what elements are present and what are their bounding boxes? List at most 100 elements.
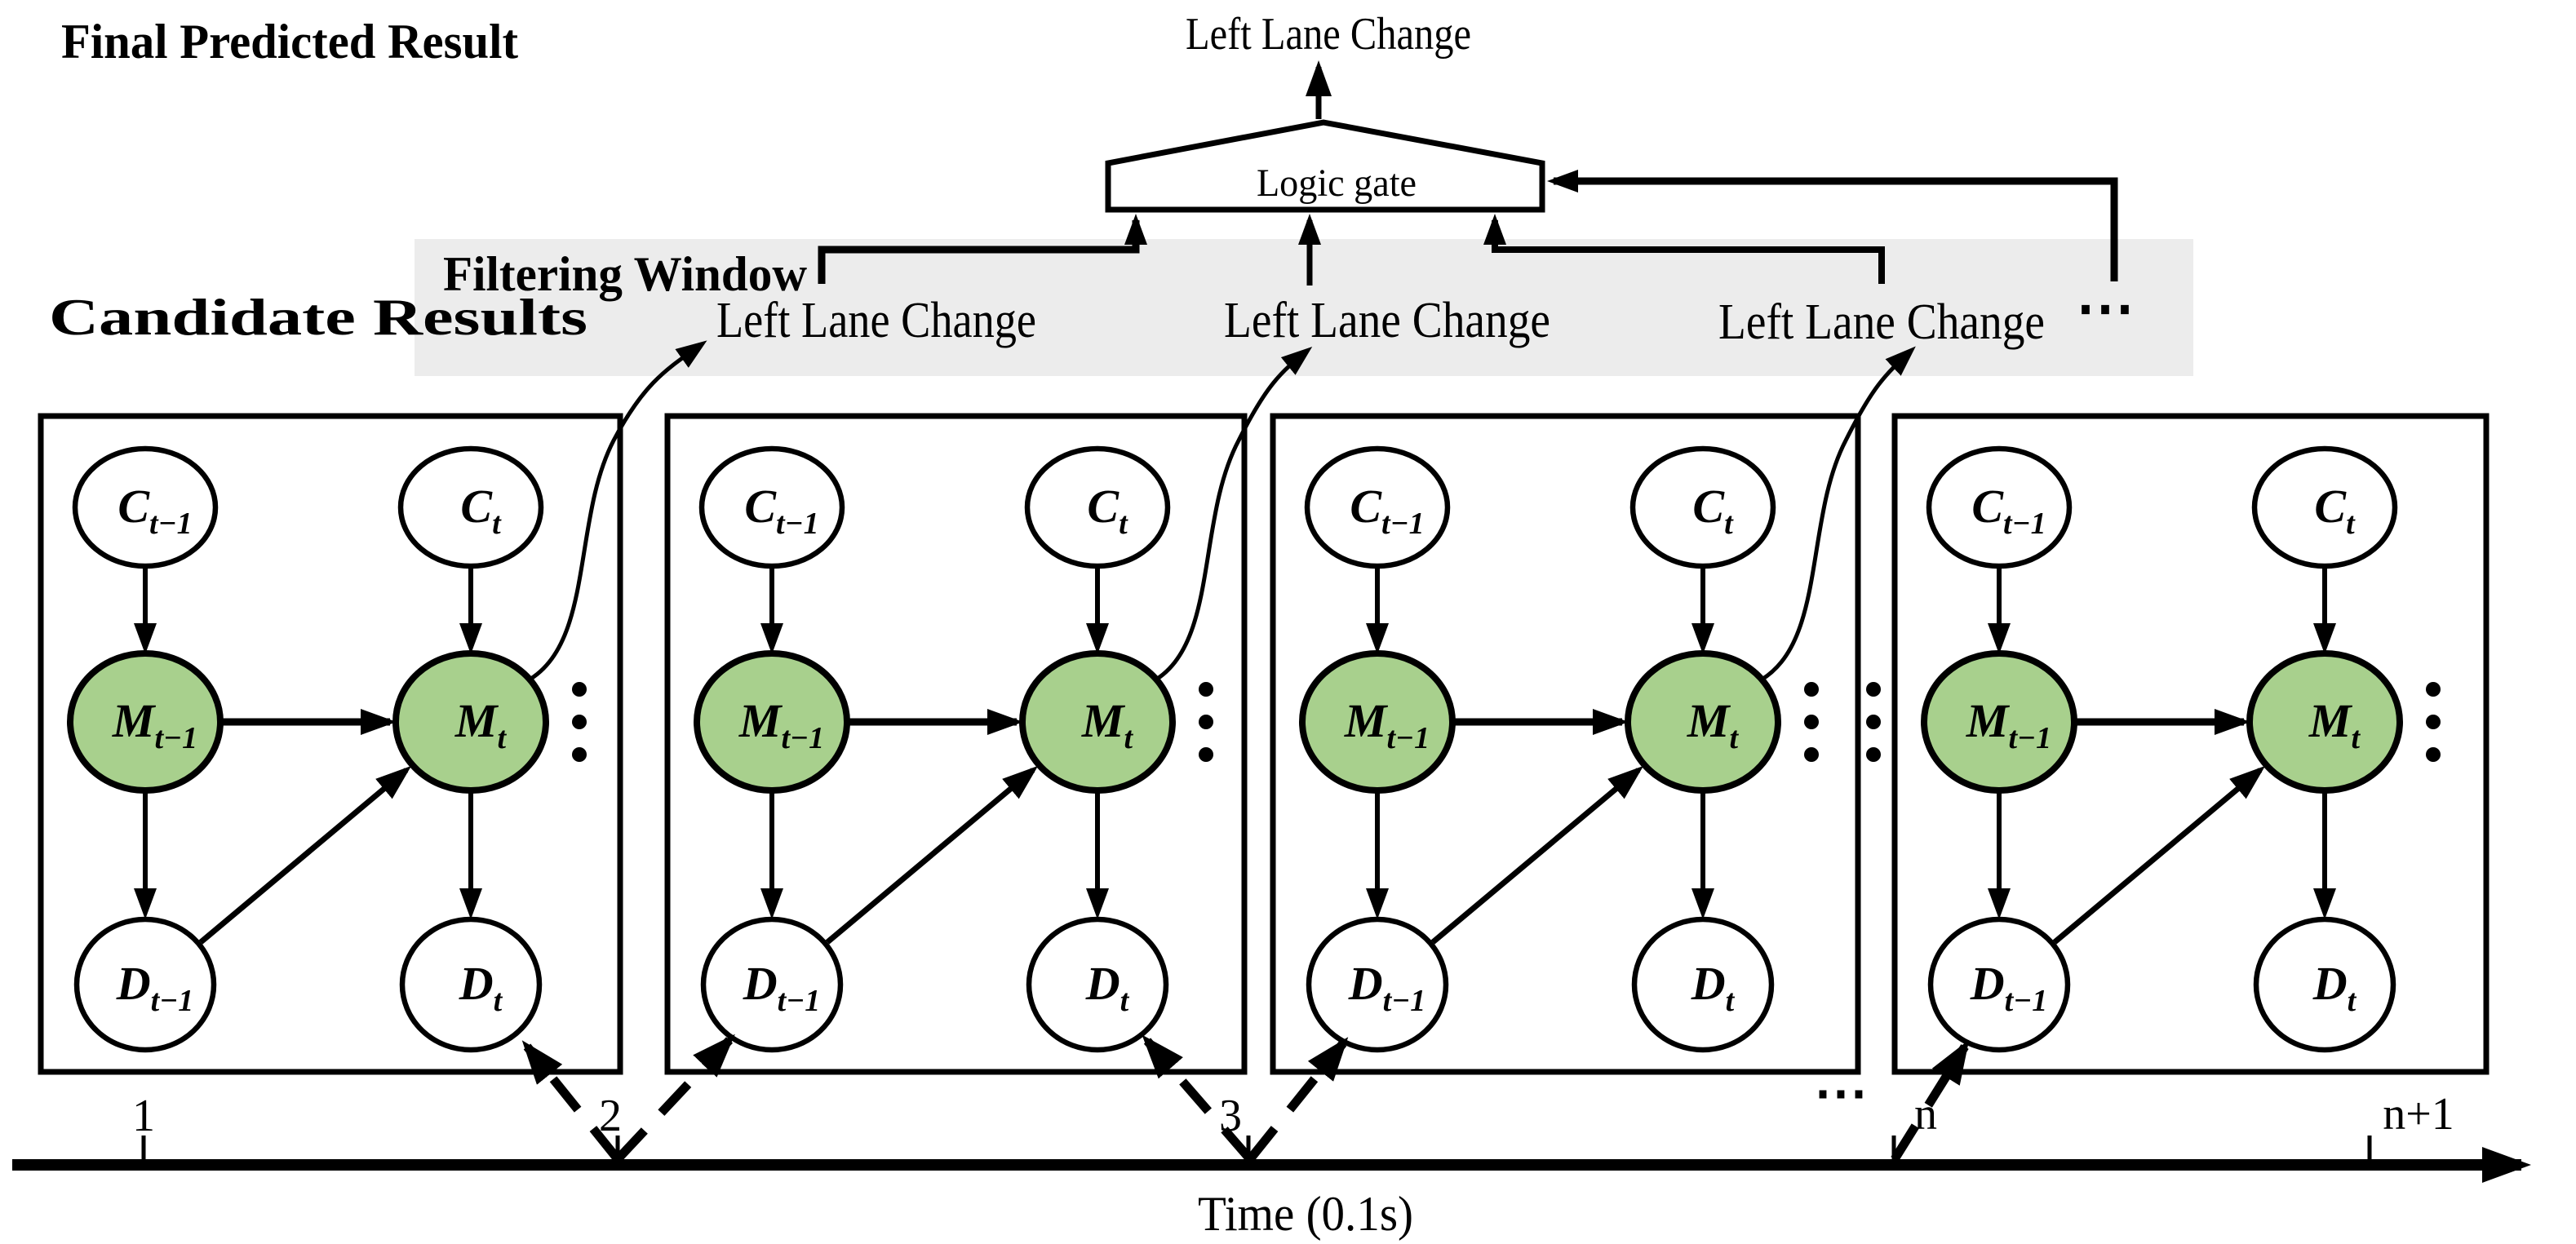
node-d_prev — [1927, 916, 2071, 1053]
candidate-label-3: Left Lane Change — [1718, 294, 2045, 350]
node-m_prev — [1299, 650, 1456, 794]
window-3-frame — [1270, 413, 1861, 1075]
ellipsis-dot — [2426, 715, 2441, 729]
node-m_prev-label: Mt−1 — [112, 694, 197, 755]
node-c_prev — [72, 445, 219, 569]
node-d_prev — [73, 916, 217, 1053]
axis-ticks — [141, 1136, 2372, 1164]
node-m_cur — [2246, 650, 2403, 794]
ellipsis-dot — [572, 747, 587, 762]
node-c_cur-label: Ct — [1087, 480, 1128, 541]
axis-ellipsis-icon: ⋯ — [1814, 1064, 1868, 1123]
node-d_cur-label: Dt — [2312, 957, 2357, 1018]
logic-gate-label: Logic gate — [1257, 162, 1417, 205]
node-d_cur — [1026, 916, 1169, 1053]
ellipsis-dot — [1804, 715, 1819, 729]
window-1-frame — [38, 413, 623, 1075]
node-c_cur — [397, 445, 544, 569]
window-more-ellipsis-icon — [572, 682, 587, 762]
ellipsis-dot — [1866, 715, 1881, 729]
node-c_cur — [1629, 445, 1776, 569]
node-m_prev — [67, 650, 224, 794]
node-d_cur-label: Dt — [1085, 957, 1130, 1018]
node-d_cur — [1631, 916, 1775, 1053]
final-predicted-result-title: Final Predicted Result — [61, 15, 518, 69]
node-d_cur-label: Dt — [1691, 957, 1736, 1018]
candidate1-to-gate-connector — [818, 214, 1147, 284]
node-c_prev-label: Ct−1 — [1971, 480, 2046, 541]
node-m_cur-label: Mt — [1081, 694, 1134, 755]
tickn-to-window4-dprev-arrow — [1891, 1039, 1970, 1162]
node-c_prev-label: Ct−1 — [1350, 480, 1424, 541]
ellipsis-dot — [1199, 682, 1213, 697]
node-c_cur — [2251, 445, 2398, 569]
node-d_prev — [1306, 916, 1449, 1053]
window-4-frame — [1891, 413, 2490, 1075]
ellipsis-dot — [1866, 747, 1881, 762]
node-d_cur — [399, 916, 543, 1053]
tick3-to-window2-dt-arrow — [1142, 1034, 1254, 1162]
node-m_prev-label: Mt−1 — [738, 694, 824, 755]
edge-dprev-mcur — [2052, 765, 2266, 945]
node-d_prev-label: Dt−1 — [1348, 957, 1425, 1018]
edge-dprev-mcur — [198, 765, 412, 945]
node-d_prev-label: Dt−1 — [743, 957, 820, 1018]
ellipsis-dot — [1804, 747, 1819, 762]
node-m_cur-label: Mt — [1687, 694, 1740, 755]
node-c_cur-label: Ct — [1692, 480, 1734, 541]
node-c_prev — [1926, 445, 2073, 569]
final-prediction-label: Left Lane Change — [1186, 9, 1471, 60]
node-m_cur — [1625, 650, 1781, 794]
node-m_cur — [1019, 650, 1176, 794]
window3-output-curve — [1753, 346, 1916, 686]
candidate-label-2: Left Lane Change — [1224, 293, 1550, 348]
tick2-to-window1-dt-arrow — [521, 1040, 622, 1162]
node-m_cur-label: Mt — [2308, 694, 2361, 755]
ellipsis-dot — [2426, 747, 2441, 762]
tick-label-1: 1 — [132, 1091, 155, 1141]
window-more-ellipsis-icon — [2426, 682, 2441, 762]
tick-label-3: 3 — [1219, 1091, 1242, 1141]
more-candidates-to-gate-connector — [1547, 170, 2118, 281]
window-more-ellipsis-icon — [1804, 682, 1819, 762]
node-m_cur — [392, 650, 549, 794]
node-c_prev — [1304, 445, 1451, 569]
ellipsis-dot — [1199, 715, 1213, 729]
node-d_cur-label: Dt — [459, 957, 503, 1018]
ellipsis-dot — [572, 682, 587, 697]
candidate3-to-gate-connector — [1483, 214, 1885, 284]
ellipsis-dot — [2426, 682, 2441, 697]
node-d_prev — [700, 916, 844, 1053]
candidate-label-1: Left Lane Change — [716, 293, 1036, 348]
tick-label-n1: n+1 — [2383, 1089, 2454, 1140]
ellipsis-dot — [1804, 682, 1819, 697]
node-c_cur-label: Ct — [2314, 480, 2356, 541]
node-d_cur — [2253, 916, 2396, 1053]
tick-label-2: 2 — [599, 1091, 622, 1141]
window1-output-curve — [521, 340, 707, 686]
ellipsis-dot — [1199, 747, 1213, 762]
node-d_prev-label: Dt−1 — [116, 957, 193, 1018]
ellipsis-dot — [572, 715, 587, 729]
node-d_prev-label: Dt−1 — [1970, 957, 2047, 1018]
time-axis-label: Time (0.1s) — [1198, 1187, 1413, 1241]
node-c_cur — [1024, 445, 1171, 569]
between-windows-ellipsis-icon — [1866, 682, 1881, 762]
node-m_prev — [694, 650, 850, 794]
logic-gate-shape — [1105, 119, 1545, 213]
node-c_prev-label: Ct−1 — [117, 480, 192, 541]
tick-label-n: n — [1914, 1089, 1937, 1140]
tick3-to-window3-dprev-arrow — [1246, 1037, 1349, 1162]
edge-dprev-mcur — [825, 765, 1039, 945]
ellipsis-dot — [1866, 682, 1881, 697]
node-m_prev-label: Mt−1 — [1966, 694, 2051, 755]
node-m_prev — [1921, 650, 2077, 794]
window-more-ellipsis-icon — [1199, 682, 1213, 762]
